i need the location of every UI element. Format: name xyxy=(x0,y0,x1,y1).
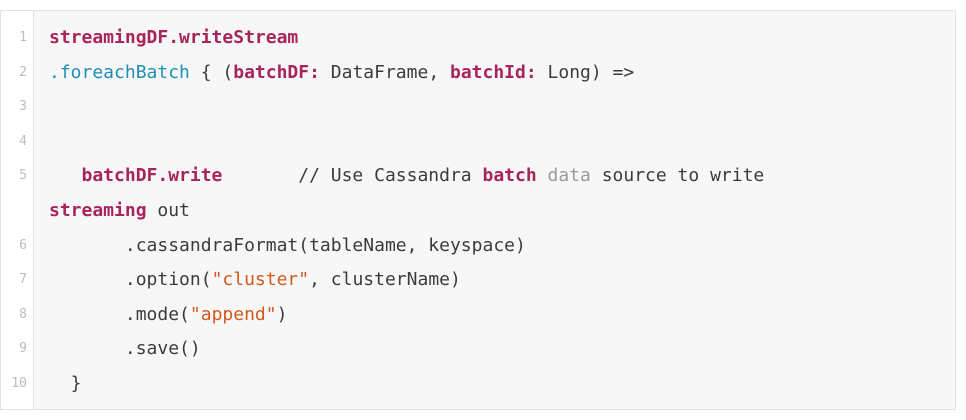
line-number: 3 xyxy=(19,99,27,115)
code-text: .cassandraFormat(tableName, keyspace) xyxy=(49,229,935,263)
code-text: .option("cluster", clusterName) xyxy=(49,263,935,297)
code-token-kw: batchId: xyxy=(450,61,537,83)
code-line: 6 .cassandraFormat(tableName, keyspace) xyxy=(1,229,955,263)
line-number: 9 xyxy=(19,341,27,357)
code-token-plain: .option( xyxy=(49,269,212,291)
code-token-kw: batchDF: xyxy=(233,61,320,83)
line-number: 8 xyxy=(19,306,27,322)
code-text: streaming out xyxy=(49,194,935,228)
code-token-plain: { ( xyxy=(189,61,234,83)
code-token-plain: .cassandraFormat(tableName, keyspace) xyxy=(49,234,526,256)
code-token-str: "append" xyxy=(189,303,277,325)
code-text: .mode("append") xyxy=(49,298,935,332)
code-text: } xyxy=(49,367,935,401)
code-token-kw: streaming xyxy=(49,200,147,221)
code-token-plain: } xyxy=(49,373,82,394)
code-token-plain: ) xyxy=(276,303,288,325)
code-text: .save() xyxy=(49,332,935,366)
code-token-dim: data xyxy=(536,165,591,187)
code-line: 9 .save() xyxy=(1,332,955,366)
line-number: 1 xyxy=(19,30,27,45)
code-token-plain: // Use Cassandra xyxy=(222,165,483,187)
line-number: 5 xyxy=(19,168,27,184)
code-token-str: "cluster" xyxy=(211,269,310,291)
code-text: streamingDF.writeStream xyxy=(49,21,935,55)
code-text: batchDF.write // Use Cassandra batch dat… xyxy=(49,159,935,193)
code-line: 4 xyxy=(1,125,955,159)
code-line: streaming out xyxy=(1,194,955,228)
code-line: 8 .mode("append") xyxy=(1,298,955,332)
line-number: 2 xyxy=(19,64,27,80)
code-token-kw: batch xyxy=(482,165,537,187)
code-line: 3 xyxy=(1,90,955,124)
line-number: 4 xyxy=(19,133,27,149)
code-block: 1 streamingDF.writeStream 2 .foreachBatch {… xyxy=(0,10,956,410)
code-token-fn: .foreachBatch xyxy=(49,61,190,83)
code-token-plain: DataFrame, xyxy=(319,61,450,83)
line-number: 10 xyxy=(11,376,27,391)
code-token-plain: , clusterName) xyxy=(309,269,461,291)
code-line: 1 streamingDF.writeStream xyxy=(1,21,955,55)
code-text: .foreachBatch { (batchDF: DataFrame, bat… xyxy=(49,56,935,90)
code-token-plain: Long) => xyxy=(536,61,635,83)
code-token-kw: streamingDF.writeStream xyxy=(49,27,299,48)
line-number: 6 xyxy=(19,237,27,253)
code-token-plain: .mode( xyxy=(49,303,190,325)
line-number: 7 xyxy=(19,272,27,288)
code-line: 2 .foreachBatch { (batchDF: DataFrame, ba… xyxy=(1,56,955,90)
code-token-plain: .save() xyxy=(49,338,201,360)
code-token-plain: source to write xyxy=(590,165,765,187)
code-line: 7 .option("cluster", clusterName) xyxy=(1,263,955,297)
code-line: 5 batchDF.write // Use Cassandra batch d… xyxy=(1,159,955,193)
code-line: 10 } xyxy=(1,367,955,401)
code-token-kw: batchDF.write xyxy=(49,165,223,187)
code-token-plain: out xyxy=(146,200,190,221)
line-number-gutter xyxy=(1,11,34,409)
